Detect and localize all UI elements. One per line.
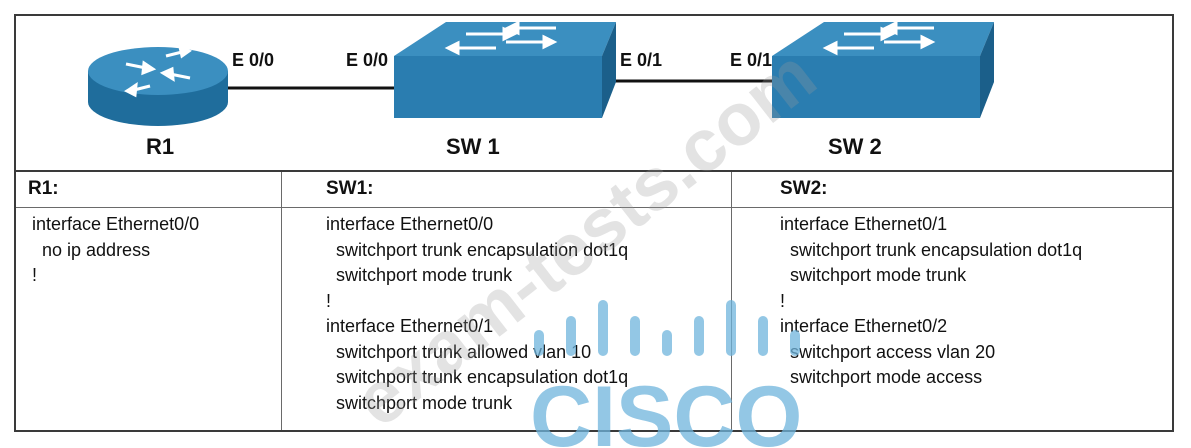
- config-title-r1: R1:: [28, 178, 59, 199]
- config-line: interface Ethernet0/1: [780, 214, 948, 234]
- switch-sw1-icon: [394, 20, 616, 118]
- device-label-sw2: SW 2: [828, 134, 882, 159]
- config-line: switchport mode trunk: [326, 392, 513, 413]
- config-line: interface Ethernet0/0: [32, 214, 200, 234]
- config-line: switchport trunk allowed vlan 10: [326, 341, 592, 362]
- port-label-sw1-e00: E 0/0: [346, 50, 389, 70]
- config-title-sw1: SW1:: [326, 178, 374, 199]
- port-label-sw1-e01: E 0/1: [620, 50, 663, 70]
- device-label-r1: R1: [146, 134, 175, 159]
- config-line: !: [326, 290, 332, 311]
- config-line: switchport access vlan 20: [780, 341, 996, 362]
- config-line: interface Ethernet0/1: [326, 316, 494, 336]
- config-line: switchport mode trunk: [780, 265, 967, 285]
- config-column-r1: R1: interface Ethernet0/0 no ip address …: [16, 172, 282, 430]
- config-text-sw1: interface Ethernet0/0 switchport trunk e…: [326, 212, 628, 416]
- config-table: R1: interface Ethernet0/0 no ip address …: [16, 170, 1172, 430]
- config-line: interface Ethernet0/2: [780, 316, 948, 336]
- config-line: !: [780, 290, 786, 311]
- device-label-sw1: SW 1: [446, 134, 500, 159]
- config-column-sw1: SW1: interface Ethernet0/0 switchport tr…: [282, 172, 732, 430]
- switch-sw2-icon: [772, 20, 994, 118]
- config-line: switchport trunk encapsulation dot1q: [780, 239, 1083, 260]
- config-table-header-row: [16, 172, 1172, 208]
- port-label-sw2-e01: E 0/1: [730, 50, 773, 70]
- config-line: switchport trunk encapsulation dot1q: [326, 367, 629, 387]
- config-line: switchport trunk encapsulation dot1q: [326, 239, 629, 260]
- config-line: !: [32, 265, 38, 285]
- config-text-sw2: interface Ethernet0/1 switchport trunk e…: [780, 212, 1082, 391]
- topology-graphic: [88, 20, 994, 126]
- config-column-sw2: SW2: interface Ethernet0/1 switchport tr…: [732, 172, 1172, 430]
- config-line: switchport mode trunk: [326, 265, 513, 285]
- config-text-r1: interface Ethernet0/0 no ip address !: [32, 212, 199, 289]
- router-r1-icon: [88, 44, 228, 126]
- port-label-r1-e00: E 0/0: [232, 50, 275, 70]
- config-title-sw2: SW2:: [780, 178, 828, 199]
- topology-diagram: E 0/0 E 0/0 E 0/1 E 0/1 R1 SW 1 SW 2: [16, 16, 1172, 170]
- diagram-frame: E 0/0 E 0/0 E 0/1 E 0/1 R1 SW 1 SW 2 R1:…: [14, 14, 1174, 432]
- config-line: interface Ethernet0/0: [326, 214, 494, 234]
- config-line: no ip address: [32, 239, 151, 260]
- config-line: switchport mode access: [780, 367, 983, 387]
